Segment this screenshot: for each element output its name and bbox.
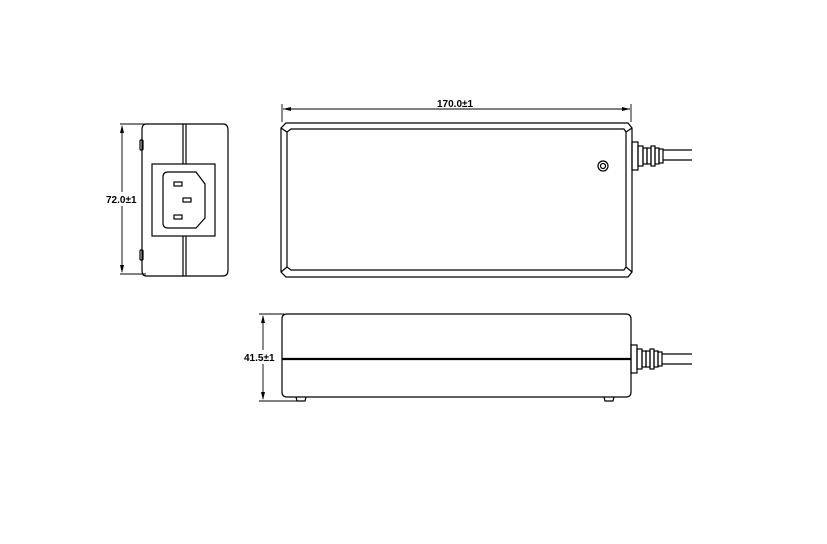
height-label: 72.0±1: [106, 195, 137, 206]
length-label: 170.0±1: [437, 99, 474, 110]
dc-cable: [631, 141, 692, 171]
end-view: 72.0±1: [106, 123, 229, 277]
thickness-label: 41.5±1: [244, 353, 275, 364]
top-view: 170.0±1: [280, 99, 692, 278]
ac-inlet: [151, 163, 216, 237]
side-view: 41.5±1: [244, 313, 692, 402]
dc-cable-side: [630, 344, 692, 374]
thickness-dimension: [259, 313, 300, 402]
height-dimension: [120, 123, 146, 275]
length-dimension: [281, 104, 632, 122]
led-indicator: [597, 160, 609, 172]
